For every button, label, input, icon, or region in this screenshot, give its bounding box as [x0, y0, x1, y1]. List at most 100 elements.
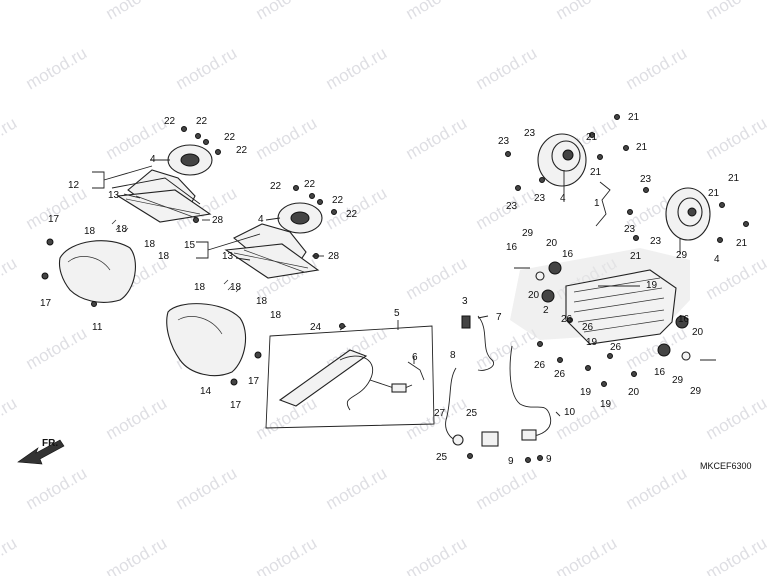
callout-10: 10 [564, 407, 576, 418]
diagram-code: MKCEF6300 [700, 461, 752, 471]
callout-12: 12 [68, 180, 80, 191]
front-label: FR. [42, 438, 58, 449]
callout-28: 28 [328, 251, 340, 262]
callout-22: 22 [346, 209, 358, 220]
callout-20: 16 [678, 314, 690, 325]
callout-26: 26 [582, 322, 594, 333]
watermark-text: motod.ru [473, 463, 541, 513]
callout-20: 16 [562, 249, 574, 260]
watermark-text: motod.ru [103, 0, 171, 23]
callout-4: 4 [258, 214, 264, 225]
callout-22: 22 [224, 132, 236, 143]
watermark-text: motod.ru [323, 463, 391, 513]
callout-23: 23 [624, 224, 636, 235]
watermark-text: motod.ru [253, 533, 321, 576]
cable-group-mid [445, 315, 552, 463]
watermark-text: motod.ru [473, 43, 541, 93]
amplifier-bar [278, 349, 368, 407]
watermark-text: motod.ru [253, 0, 321, 23]
callout-25: 25 [466, 408, 478, 419]
callout-15: 15 [184, 240, 196, 251]
watermark-text: motod.ru [173, 463, 241, 513]
leader-lines [92, 159, 681, 417]
callout-26: 19 [586, 337, 598, 348]
callout-23: 23 [640, 174, 652, 185]
watermark-text: motod.ru [323, 43, 391, 93]
watermark-text: motod.ru [103, 533, 171, 576]
callout-23: 23 [650, 236, 662, 247]
callout-21: 21 [736, 238, 748, 249]
callout-11: 11 [92, 322, 103, 333]
callout-17: 17 [230, 400, 242, 411]
callout-25: 25 [436, 452, 448, 463]
callout-19: 19 [600, 399, 612, 410]
callout-18: 18 [194, 282, 206, 293]
callout-18: 18 [230, 282, 242, 293]
watermark-text: motod.ru [23, 463, 91, 513]
callout-17: 17 [48, 214, 60, 225]
callout-3: 3 [462, 296, 468, 307]
watermark-text: motod.ru [403, 533, 471, 576]
callout-13: 13 [108, 190, 120, 201]
watermark-text: motod.ru [553, 533, 621, 576]
callout-22: 22 [236, 145, 248, 156]
callout-13: 13 [222, 251, 234, 262]
watermark-text: motod.ru [103, 113, 171, 163]
callout-26: 19 [580, 387, 592, 398]
callout-5: 5 [394, 308, 400, 319]
callout-16: 20 [546, 238, 558, 249]
callout-18: 18 [116, 224, 128, 235]
callout-26: 26 [554, 369, 566, 380]
callout-17: 17 [40, 298, 52, 309]
watermark-text: motod.ru [0, 113, 20, 163]
harness-box [265, 325, 435, 429]
watermark-text: motod.ru [23, 183, 91, 233]
watermark-text: motod.ru [403, 0, 471, 23]
callout-24: 24 [310, 322, 322, 333]
callout-29: 16 [506, 242, 518, 253]
watermark-text: motod.ru [553, 0, 621, 23]
callout-21: 21 [636, 142, 648, 153]
watermark-text: motod.ru [0, 393, 20, 443]
callout-2: 19 [646, 280, 658, 291]
front-arrow-icon [17, 439, 65, 465]
callout-1: 1 [594, 198, 600, 209]
callout-18: 18 [158, 251, 170, 262]
relay-25 [481, 431, 499, 447]
callout-21: 4 [714, 254, 720, 265]
left-speaker-assembly-upper [111, 126, 221, 223]
watermark-text: motod.ru [703, 393, 768, 443]
callout-23: 23 [534, 193, 546, 204]
callout-18: 18 [256, 296, 268, 307]
callout-27: 27 [434, 408, 446, 419]
watermark-text: motod.ru [23, 323, 91, 373]
callout-17: 17 [248, 376, 260, 387]
callout-21: 21 [590, 167, 602, 178]
watermark-text: motod.ru [703, 253, 768, 303]
callout-14: 14 [200, 386, 212, 397]
callout-labels: 22 22 22 22 4 12 13 28 17 18 18 18 18 17… [40, 112, 748, 467]
callout-22: 22 [196, 116, 208, 127]
callout-20: 2 [543, 305, 549, 316]
watermark-text: motod.ru [403, 113, 471, 163]
callout-23: 23 [524, 128, 536, 139]
callout-21: 21 [628, 112, 640, 123]
callout-29: 29 [522, 228, 534, 239]
callout-22: 22 [332, 195, 344, 206]
watermark-text: motod.ru [0, 533, 20, 576]
callout-23: 23 [506, 201, 518, 212]
watermark-text: motod.ru [703, 113, 768, 163]
watermark-text: motod.ru [103, 393, 171, 443]
cover-14 [166, 303, 247, 377]
audio-unit-2 [510, 248, 716, 387]
callout-21: 21 [586, 132, 598, 143]
callout-18: 18 [84, 226, 96, 237]
watermark-text: motod.ru [0, 0, 20, 23]
watermark-text: motod.ru [253, 113, 321, 163]
callout-22: 22 [270, 181, 282, 192]
callout-4: 29 [676, 250, 688, 261]
callout-9: 9 [546, 454, 552, 465]
callout-22: 22 [304, 179, 316, 190]
callout-7: 7 [496, 312, 502, 323]
